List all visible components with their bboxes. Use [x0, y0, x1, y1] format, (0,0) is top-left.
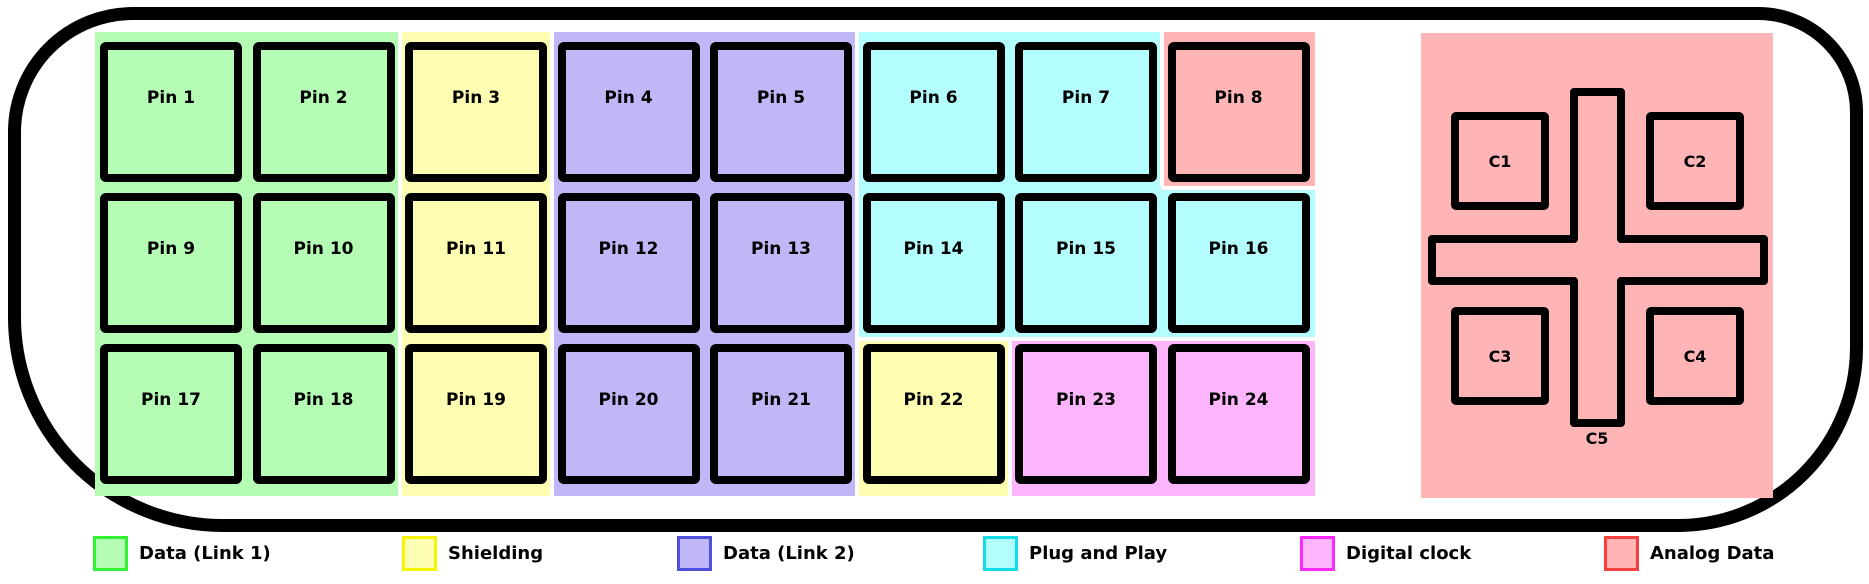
legend-label: Digital clock	[1346, 542, 1472, 564]
pin-cell: Pin 21	[710, 344, 852, 484]
pin-label: Pin 12	[598, 239, 659, 259]
pin-cell: Pin 20	[557, 344, 700, 484]
legend-swatch	[1300, 536, 1335, 571]
pin-cell: Pin 6	[862, 42, 1005, 182]
pin-cell: Pin 10	[252, 193, 395, 333]
pin-cell: Pin 14	[862, 193, 1005, 333]
legend-swatch	[677, 536, 712, 571]
pin-label: Pin 3	[451, 88, 501, 108]
pin-cell: Pin 9	[100, 193, 242, 333]
pin-cell: Pin 5	[710, 42, 852, 182]
capacitor-label-c5: C5	[1585, 429, 1609, 448]
legend-swatch	[402, 536, 437, 571]
pin-label: Pin 14	[903, 239, 964, 259]
pin-cell: Pin 1	[100, 42, 242, 182]
pin-label: Pin 5	[756, 88, 806, 108]
pin-label: Pin 23	[1056, 390, 1116, 410]
pin-label: Pin 16	[1208, 239, 1269, 259]
pin-cell: Pin 22	[862, 344, 1005, 484]
pin-label: Pin 1	[146, 88, 196, 108]
pin-label: Pin 18	[293, 390, 354, 410]
legend-label: Data (Link 2)	[723, 542, 855, 564]
pin-cell: Pin 23	[1015, 344, 1157, 484]
pin-label: Pin 11	[446, 239, 506, 259]
pin-cell: Pin 7	[1015, 42, 1157, 182]
pin-cell: Pin 18	[252, 344, 395, 484]
pin-cell: Pin 17	[100, 344, 242, 484]
legend-label: Plug and Play	[1029, 542, 1168, 564]
pin-cell: Pin 4	[557, 42, 700, 182]
capacitor-pad: C3	[1451, 307, 1549, 405]
pin-cell: Pin 11	[405, 193, 547, 333]
pin-cell: Pin 24	[1167, 344, 1310, 484]
pin-label: Pin 15	[1056, 239, 1116, 259]
pin-label: Pin 20	[598, 390, 659, 410]
pin-label: Pin 7	[1061, 88, 1111, 108]
pin-cell: Pin 15	[1015, 193, 1157, 333]
pin-cell: Pin 16	[1167, 193, 1310, 333]
pin-label: Pin 2	[299, 88, 348, 108]
capacitor-pad: C1	[1451, 112, 1549, 210]
capacitor-pad: C4	[1646, 307, 1744, 405]
legend-label: Shielding	[448, 542, 544, 564]
connector-outline	[8, 7, 1863, 532]
legend-swatch	[1604, 536, 1639, 571]
legend-label: Analog Data	[1650, 542, 1775, 564]
pin-label: Pin 19	[446, 390, 506, 410]
capacitor-pad: C2	[1646, 112, 1744, 210]
pin-cell: Pin 2	[252, 42, 395, 182]
pin-label: Pin 6	[909, 88, 958, 108]
pin-cell: Pin 19	[405, 344, 547, 484]
legend-swatch	[93, 536, 128, 571]
pin-cell: Pin 3	[405, 42, 547, 182]
legend-label: Data (Link 1)	[139, 542, 271, 564]
pin-label: Pin 21	[751, 390, 811, 410]
pin-label: Pin 9	[146, 239, 196, 259]
pin-label: Pin 4	[604, 88, 653, 108]
pin-label: Pin 10	[293, 239, 354, 259]
pin-label: Pin 8	[1214, 88, 1263, 108]
pin-label: Pin 17	[141, 390, 201, 410]
pin-label: Pin 22	[903, 390, 964, 410]
pin-label: Pin 24	[1208, 390, 1269, 410]
legend-swatch	[983, 536, 1018, 571]
pin-cell: Pin 12	[557, 193, 700, 333]
pin-cell: Pin 8	[1167, 42, 1310, 182]
pin-label: Pin 13	[751, 239, 811, 259]
cross-trace-shape	[1428, 88, 1768, 427]
pin-grid: Pin 1 Pin 2 Pin 3 Pin 4 Pin 5 Pin 6 Pin 7 Pin 8…	[95, 32, 1315, 496]
pin-cell: Pin 13	[710, 193, 852, 333]
